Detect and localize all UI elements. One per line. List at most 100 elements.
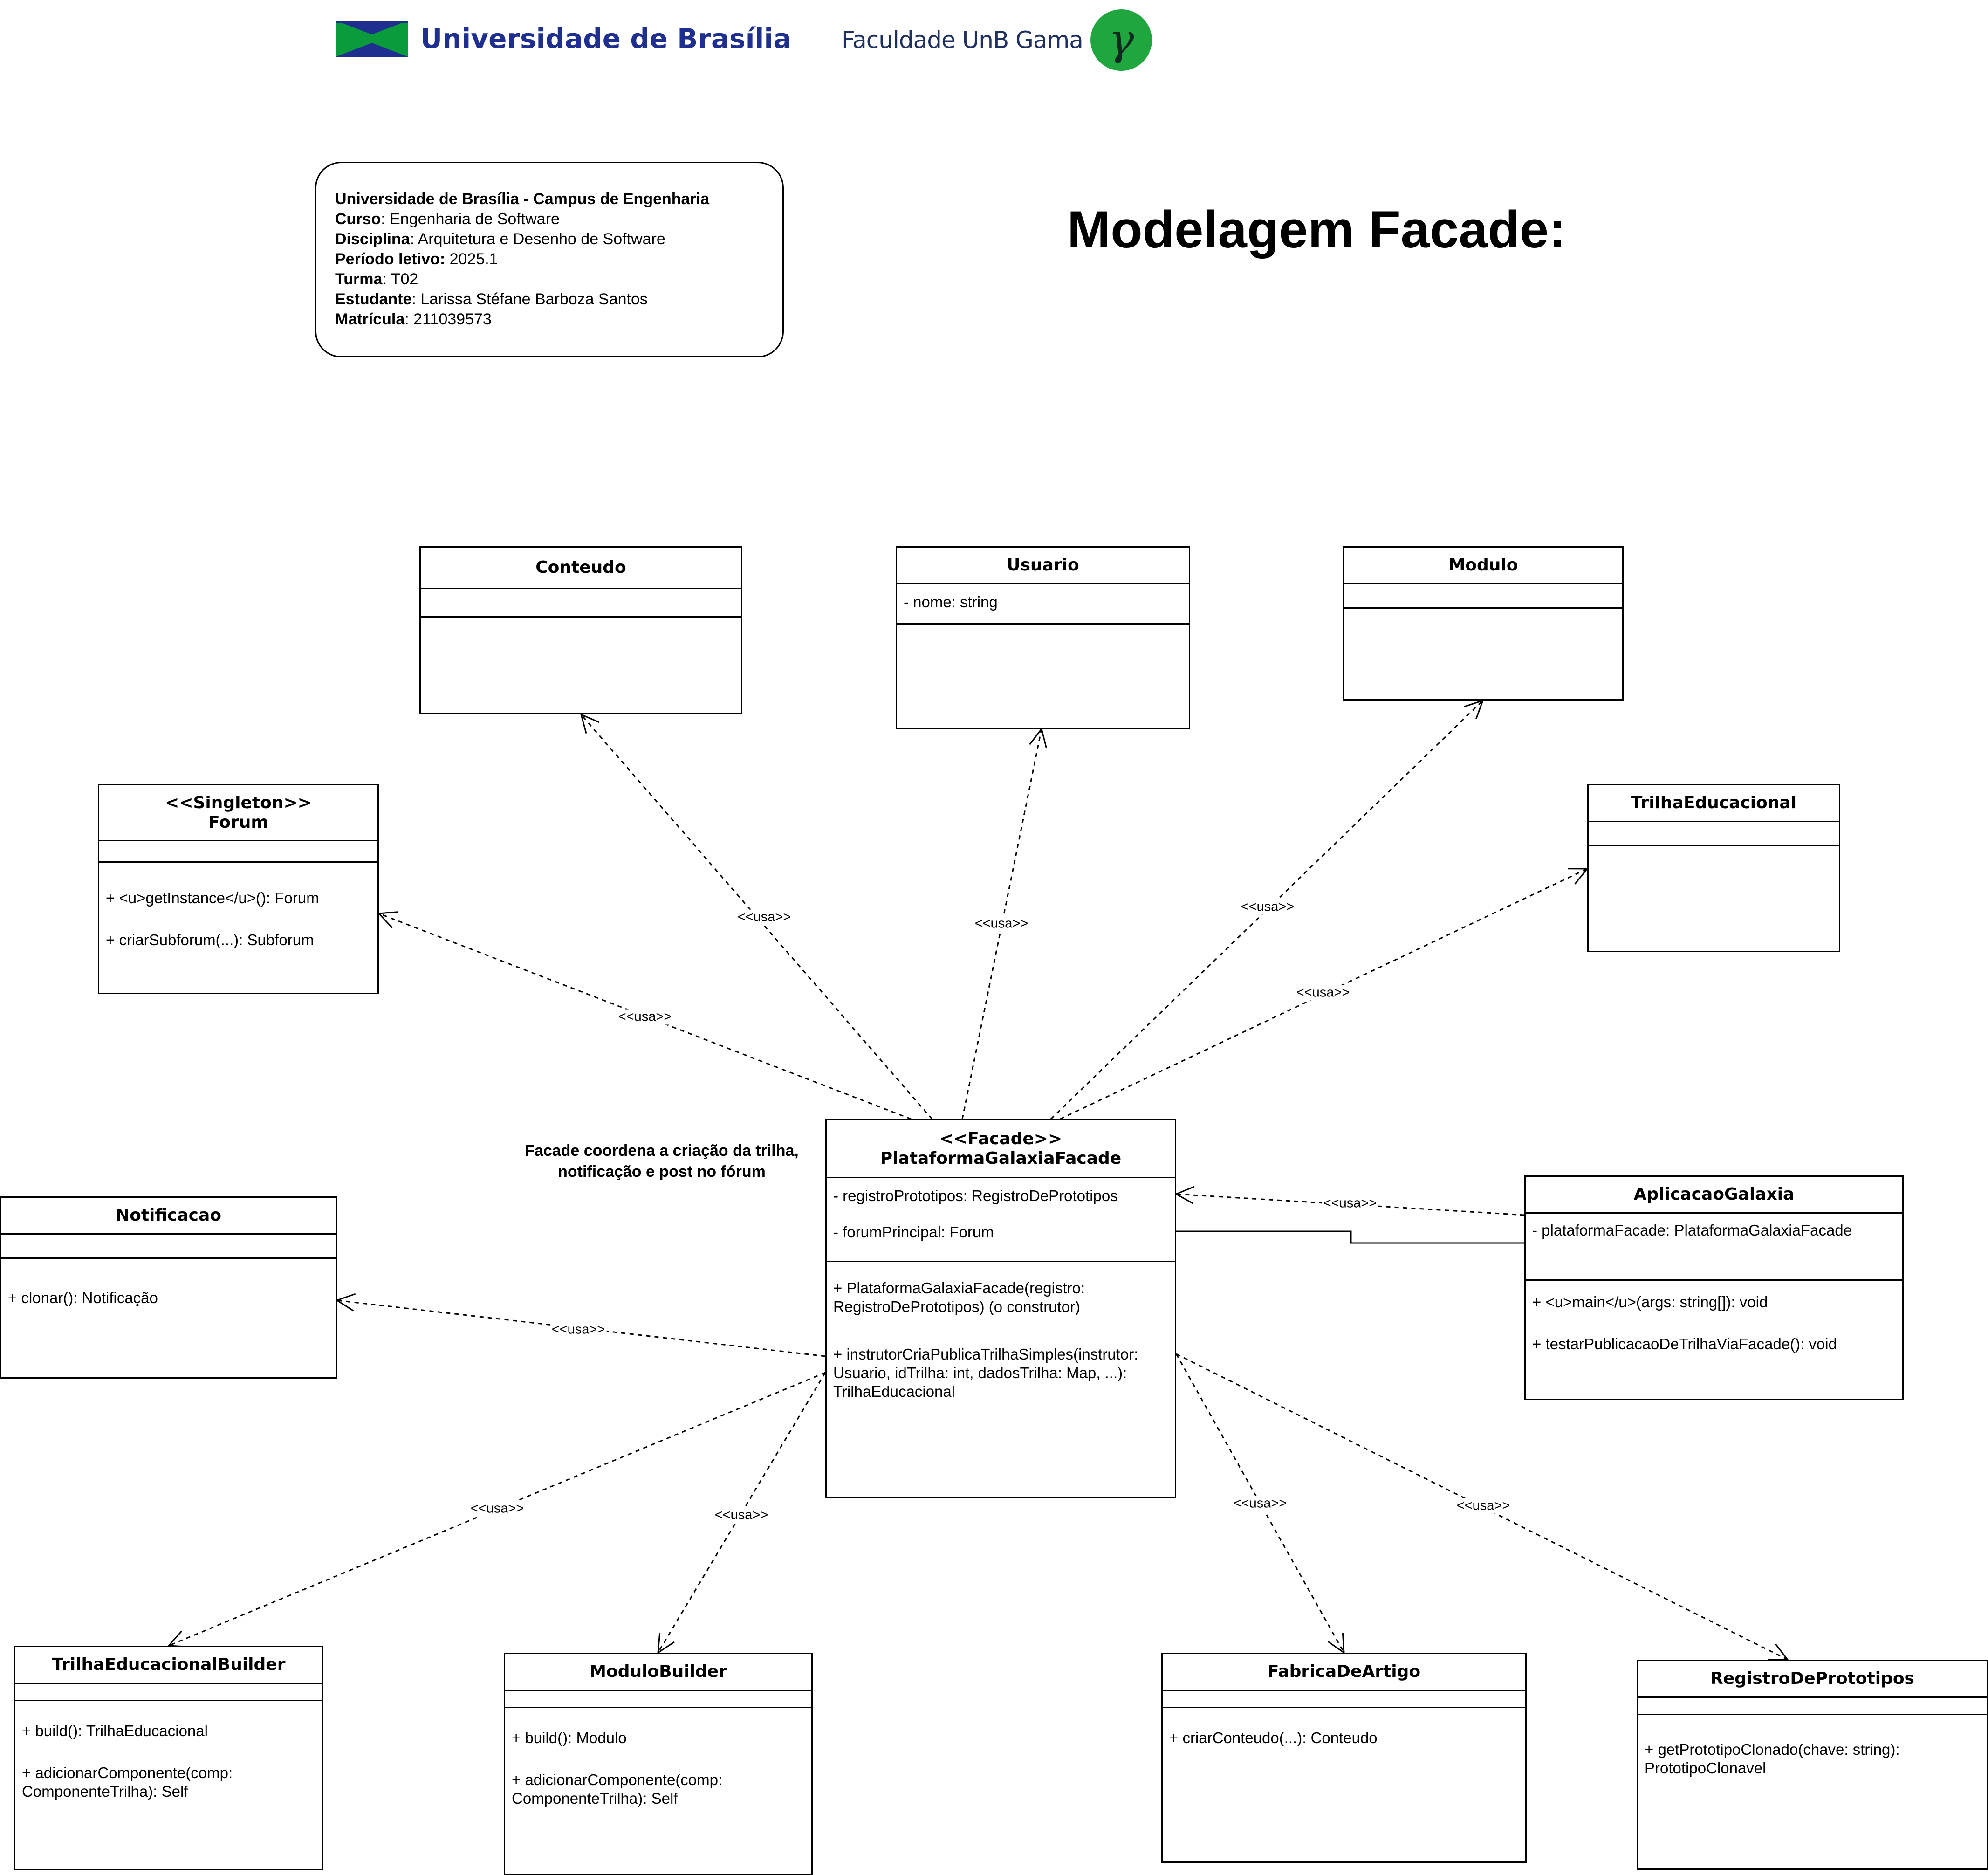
operations-compartment xyxy=(1344,609,1622,623)
attributes-compartment xyxy=(1163,1691,1525,1708)
info-line-period: Período letivo: 2025.1 xyxy=(335,250,498,268)
class-notificacao[interactable]: Notificacao + clonar(): Notificação xyxy=(0,1196,337,1379)
operation: + <u>getInstance</u>(): Forum xyxy=(106,889,319,907)
operation: + <u>main</u>(args: string[]): void xyxy=(1532,1293,1768,1311)
class-conteudo[interactable]: Conteudo xyxy=(419,546,742,714)
attributes-compartment xyxy=(1638,1698,1987,1715)
info-line-registration: Matrícula: 211039573 xyxy=(335,310,492,328)
class-trilha-educacional-builder[interactable]: TrilhaEducacionalBuilder + build(): Tril… xyxy=(14,1646,323,1870)
edge-label-aplicacao-facade: <<usa>> xyxy=(1322,1195,1378,1211)
edge-label-moduloBuilder: <<usa>> xyxy=(713,1507,770,1523)
edge-label-notificacao: <<usa>> xyxy=(550,1322,607,1338)
attributes-compartment xyxy=(421,589,741,618)
association-edge-aplicacao-facade xyxy=(1176,1230,1524,1244)
attributes-compartment xyxy=(1589,822,1839,846)
attributes-compartment xyxy=(1,1235,336,1259)
class-title: FabricaDeArtigo xyxy=(1163,1654,1525,1691)
edge-label-conteudo: <<usa>> xyxy=(736,909,793,925)
attributes-compartment: - plataformaFacade: PlataformaGalaxiaFac… xyxy=(1526,1214,1902,1281)
gamma-icon: γ xyxy=(1090,9,1152,71)
operation: + build(): Modulo xyxy=(512,1729,627,1746)
attribute: - plataformaFacade: PlataformaGalaxiaFac… xyxy=(1532,1222,1852,1239)
operations-compartment: + build(): Modulo + adicionarComponente(… xyxy=(505,1708,811,1832)
attributes-compartment: - nome: string xyxy=(897,584,1189,625)
edge-label-modulo: <<usa>> xyxy=(1239,899,1296,915)
class-title: Conteudo xyxy=(421,548,741,589)
attributes-compartment xyxy=(1344,584,1622,609)
class-title: Modulo xyxy=(1344,548,1622,584)
class-title: AplicacaoGalaxia xyxy=(1526,1177,1902,1214)
unb-logo: Universidade de Brasília xyxy=(336,21,791,57)
class-forum[interactable]: <<Singleton>> Forum + <u>getInstance</u>… xyxy=(98,784,379,994)
diagram-title: Modelagem Facade: xyxy=(1067,200,1566,259)
operation: + PlataformaGalaxiaFacade(registro: Regi… xyxy=(833,1279,1085,1315)
class-title: Notificacao xyxy=(1,1198,336,1235)
operations-compartment: + <u>getInstance</u>(): Forum + criarSub… xyxy=(99,863,377,971)
class-fabrica-de-artigo[interactable]: FabricaDeArtigo + criarConteudo(...): Co… xyxy=(1161,1653,1527,1863)
class-aplicacao-galaxia[interactable]: AplicacaoGalaxia - plataformaFacade: Pla… xyxy=(1524,1175,1904,1400)
class-title: TrilhaEducacional xyxy=(1589,785,1839,822)
edge-label-registro: <<usa>> xyxy=(1455,1498,1512,1514)
operations-compartment xyxy=(897,625,1189,639)
operations-compartment: + clonar(): Notificação xyxy=(1,1259,336,1329)
arrowhead-usuario xyxy=(1029,727,1047,749)
class-trilha-educacional[interactable]: TrilhaEducacional xyxy=(1587,784,1840,952)
class-modulo-builder[interactable]: ModuloBuilder + build(): Modulo + adicio… xyxy=(504,1653,813,1875)
facade-note: Facade coordena a criação da trilha, not… xyxy=(525,1142,799,1181)
attribute: - registroPrototipos: RegistroDePrototip… xyxy=(833,1187,1118,1204)
operations-compartment: + <u>main</u>(args: string[]): void + te… xyxy=(1526,1281,1902,1375)
class-title: <<Singleton>> Forum xyxy=(99,785,377,841)
operation: + adicionarComponente(comp: ComponenteTr… xyxy=(22,1764,233,1800)
operations-compartment: + build(): TrilhaEducacional + adicionar… xyxy=(15,1701,322,1825)
edge-label-trilha: <<usa>> xyxy=(1295,985,1351,1001)
edge-label-forum: <<usa>> xyxy=(617,1009,673,1025)
edge-label-usuario: <<usa>> xyxy=(973,916,1030,932)
operations-compartment: + criarConteudo(...): Conteudo xyxy=(1163,1708,1525,1769)
dependency-edge-conteudo xyxy=(580,714,933,1120)
info-line-course: Curso: Engenharia de Software xyxy=(335,210,560,228)
info-line-class: Turma: T02 xyxy=(335,270,418,288)
class-title: Usuario xyxy=(897,548,1189,584)
operation: + testarPublicacaoDeTrilhaViaFacade(): v… xyxy=(1532,1335,1837,1353)
class-registro-de-prototipos[interactable]: RegistroDePrototipos + getPrototipoClona… xyxy=(1637,1660,1988,1870)
class-usuario[interactable]: Usuario - nome: string xyxy=(896,546,1190,729)
class-title: <<Facade>> PlataformaGalaxiaFacade xyxy=(827,1120,1175,1178)
edge-label-fabrica: <<usa>> xyxy=(1232,1496,1289,1511)
attribute: - forumPrincipal: Forum xyxy=(833,1223,994,1241)
arrowhead-conteudo xyxy=(580,713,600,734)
arrowhead-modulo xyxy=(1464,699,1484,719)
attribute: - nome: string xyxy=(904,593,998,611)
operations-compartment xyxy=(1589,846,1839,860)
class-plataforma-galaxia-facade[interactable]: <<Facade>> PlataformaGalaxiaFacade - reg… xyxy=(825,1119,1176,1498)
operations-compartment: + getPrototipoClonado(chave: string): Pr… xyxy=(1638,1715,1987,1802)
unb-emblem-icon xyxy=(336,21,408,57)
operation: + clonar(): Notificação xyxy=(8,1289,158,1306)
arrowhead-notificacao xyxy=(335,1293,356,1312)
class-title: ModuloBuilder xyxy=(505,1654,811,1691)
operation: + instrutorCriaPublicaTrilhaSimples(inst… xyxy=(833,1346,1138,1400)
attributes-compartment: - registroPrototipos: RegistroDePrototip… xyxy=(827,1178,1175,1262)
arrowhead-aplicacao-facade xyxy=(1174,1186,1195,1204)
info-line-student: Estudante: Larissa Stéfane Barboza Santo… xyxy=(335,290,648,308)
class-title: TrilhaEducacionalBuilder xyxy=(15,1647,322,1684)
operations-compartment xyxy=(421,618,741,632)
attributes-compartment xyxy=(99,841,377,863)
info-line-discipline: Disciplina: Arquitetura e Desenho de Sof… xyxy=(335,230,665,248)
operation: + criarConteudo(...): Conteudo xyxy=(1169,1729,1378,1746)
attributes-compartment xyxy=(505,1691,811,1708)
operation: + adicionarComponente(comp: ComponenteTr… xyxy=(512,1771,723,1807)
class-modulo[interactable]: Modulo xyxy=(1343,546,1624,701)
course-info-box: Universidade de Brasília - Campus de Eng… xyxy=(315,162,784,357)
fga-logo-text: Faculdade UnB Gama xyxy=(842,27,1083,54)
operation: + getPrototipoClonado(chave: string): Pr… xyxy=(1645,1741,1900,1777)
edge-label-trilhaBuilder: <<usa>> xyxy=(469,1501,526,1517)
info-line-university: Universidade de Brasília - Campus de Eng… xyxy=(335,190,710,208)
operation: + build(): TrilhaEducacional xyxy=(22,1722,208,1739)
arrowhead-forum xyxy=(377,911,398,928)
operation: + criarSubforum(...): Subforum xyxy=(106,931,314,948)
attributes-compartment xyxy=(15,1684,322,1701)
class-title: RegistroDePrototipos xyxy=(1638,1661,1987,1698)
operations-compartment: + PlataformaGalaxiaFacade(registro: Regi… xyxy=(827,1262,1175,1425)
fga-logo: Faculdade UnB Gama γ xyxy=(842,9,1152,71)
unb-logo-text: Universidade de Brasília xyxy=(420,23,792,55)
